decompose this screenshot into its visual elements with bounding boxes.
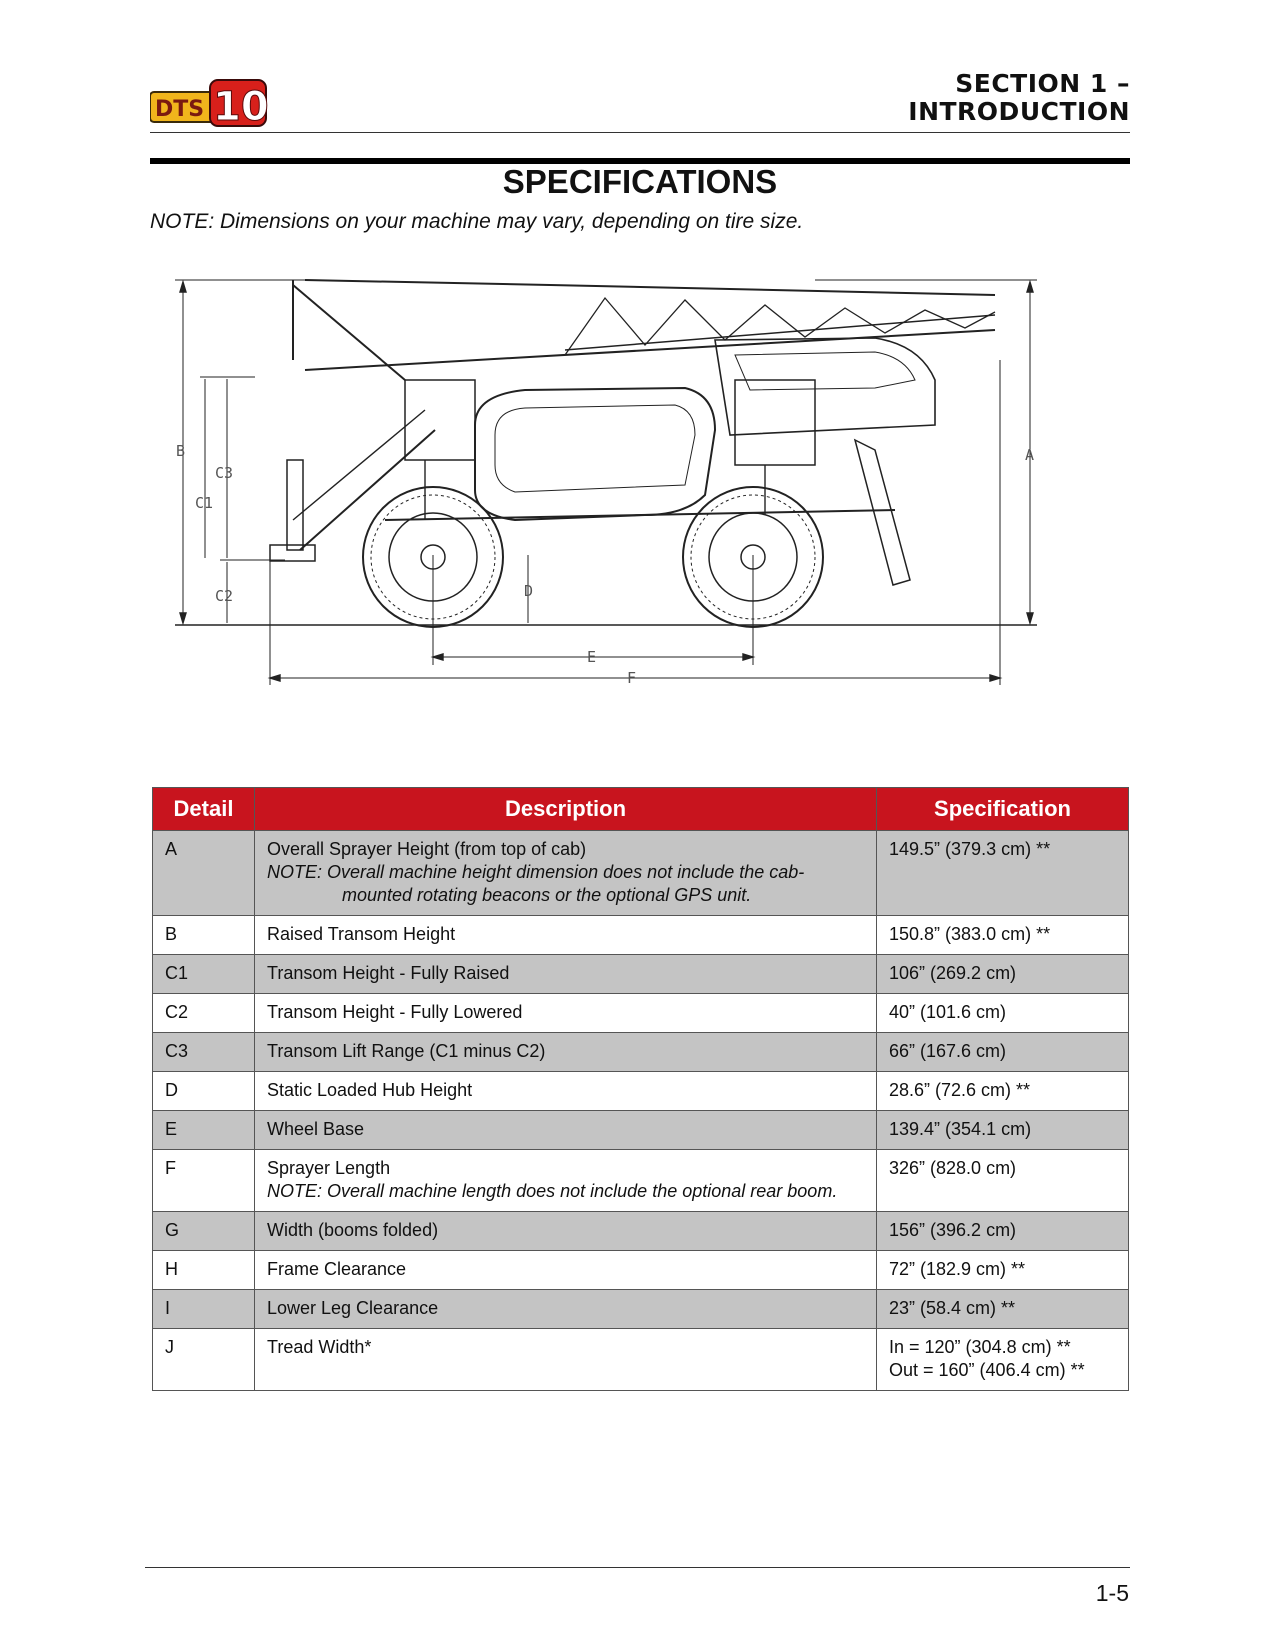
specification-cell: 28.6” (72.6 cm) ** [876, 1071, 1129, 1111]
description-cell: Wheel Base [254, 1110, 877, 1150]
detail-cell: I [152, 1289, 255, 1329]
detail-cell: C2 [152, 993, 255, 1033]
description-cell: Lower Leg Clearance [254, 1289, 877, 1329]
description-cell: Width (booms folded) [254, 1211, 877, 1251]
column-header-detail: Detail [152, 787, 255, 831]
description-text: Overall Sprayer Height (from top of cab) [267, 839, 587, 859]
detail-cell: J [152, 1328, 255, 1391]
table-header-row: Detail Description Specification [152, 787, 1129, 831]
specification-cell: 66” (167.6 cm) [876, 1032, 1129, 1072]
description-cell: Tread Width* [254, 1328, 877, 1391]
label-c3: C3 [215, 464, 233, 482]
label-b: B [176, 442, 185, 460]
detail-cell: A [152, 830, 255, 916]
description-note: NOTE: Overall machine length does not in… [267, 1181, 838, 1201]
label-f: F [627, 669, 636, 687]
specification-cell: 156” (396.2 cm) [876, 1211, 1129, 1251]
detail-cell: E [152, 1110, 255, 1150]
logo-text-10: 10 [213, 84, 268, 130]
table-row: C1 Transom Height - Fully Raised 106” (2… [152, 954, 1129, 994]
description-cell: Raised Transom Height [254, 915, 877, 955]
table-row: D Static Loaded Hub Height 28.6” (72.6 c… [152, 1071, 1129, 1111]
page-title: SPECIFICATIONS [502, 163, 778, 200]
description-cell: Transom Height - Fully Lowered [254, 993, 877, 1033]
detail-cell: D [152, 1071, 255, 1111]
description-text: Sprayer Length [267, 1158, 391, 1178]
specification-in: In = 120” (304.8 cm) ** [889, 1337, 1071, 1357]
detail-cell: B [152, 915, 255, 955]
table-row: A Overall Sprayer Height (from top of ca… [152, 830, 1129, 916]
table-row: F Sprayer Length NOTE: Overall machine l… [152, 1149, 1129, 1212]
table-row: J Tread Width* In = 120” (304.8 cm) ** O… [152, 1328, 1129, 1391]
label-c2: C2 [215, 587, 233, 605]
specifications-table: Detail Description Specification A Overa… [152, 787, 1129, 1391]
column-header-specification: Specification [876, 787, 1129, 831]
section-heading: SECTION 1 – INTRODUCTION [908, 70, 1130, 126]
description-note-continued: mounted rotating beacons or the optional… [342, 885, 752, 905]
description-cell: Static Loaded Hub Height [254, 1071, 877, 1111]
detail-cell: F [152, 1149, 255, 1212]
detail-cell: C3 [152, 1032, 255, 1072]
detail-cell: C1 [152, 954, 255, 994]
specification-cell: 139.4” (354.1 cm) [876, 1110, 1129, 1150]
description-cell: Overall Sprayer Height (from top of cab)… [254, 830, 877, 916]
label-d: D [524, 582, 533, 600]
footer-divider [145, 1567, 1130, 1568]
sprayer-dimension-diagram: B C1 C3 C2 D E F A [175, 279, 1037, 687]
label-c1: C1 [195, 494, 213, 512]
detail-cell: H [152, 1250, 255, 1290]
table-row: I Lower Leg Clearance 23” (58.4 cm) ** [152, 1289, 1129, 1329]
description-note: NOTE: Overall machine height dimension d… [267, 862, 805, 882]
specification-out: Out = 160” (406.4 cm) ** [889, 1360, 1085, 1380]
detail-cell: G [152, 1211, 255, 1251]
table-row: C3 Transom Lift Range (C1 minus C2) 66” … [152, 1032, 1129, 1072]
specification-cell: 149.5” (379.3 cm) ** [876, 830, 1129, 916]
label-a: A [1025, 446, 1034, 464]
column-header-description: Description [254, 787, 877, 831]
specification-cell: 23” (58.4 cm) ** [876, 1289, 1129, 1329]
section-line-2: INTRODUCTION [908, 97, 1130, 126]
specification-cell: 72” (182.9 cm) ** [876, 1250, 1129, 1290]
dts10-logo: DTS 10 [150, 79, 268, 130]
description-cell: Sprayer Length NOTE: Overall machine len… [254, 1149, 877, 1212]
header-divider [150, 132, 1130, 133]
table-row: H Frame Clearance 72” (182.9 cm) ** [152, 1250, 1129, 1290]
description-cell: Frame Clearance [254, 1250, 877, 1290]
dimensions-note: NOTE: Dimensions on your machine may var… [150, 210, 804, 233]
title-rule [150, 158, 1130, 164]
specification-cell: 150.8” (383.0 cm) ** [876, 915, 1129, 955]
specification-cell: 326” (828.0 cm) [876, 1149, 1129, 1212]
specification-cell: 40” (101.6 cm) [876, 993, 1129, 1033]
table-row: G Width (booms folded) 156” (396.2 cm) [152, 1211, 1129, 1251]
specification-cell: In = 120” (304.8 cm) ** Out = 160” (406.… [876, 1328, 1129, 1391]
table-row: C2 Transom Height - Fully Lowered 40” (1… [152, 993, 1129, 1033]
description-cell: Transom Lift Range (C1 minus C2) [254, 1032, 877, 1072]
table-row: B Raised Transom Height 150.8” (383.0 cm… [152, 915, 1129, 955]
description-cell: Transom Height - Fully Raised [254, 954, 877, 994]
page-number: 1-5 [1095, 1580, 1129, 1606]
logo-text-dts: DTS [155, 97, 204, 122]
table-row: E Wheel Base 139.4” (354.1 cm) [152, 1110, 1129, 1150]
section-line-1: SECTION 1 – [955, 69, 1130, 98]
label-e: E [587, 648, 596, 666]
specification-cell: 106” (269.2 cm) [876, 954, 1129, 994]
